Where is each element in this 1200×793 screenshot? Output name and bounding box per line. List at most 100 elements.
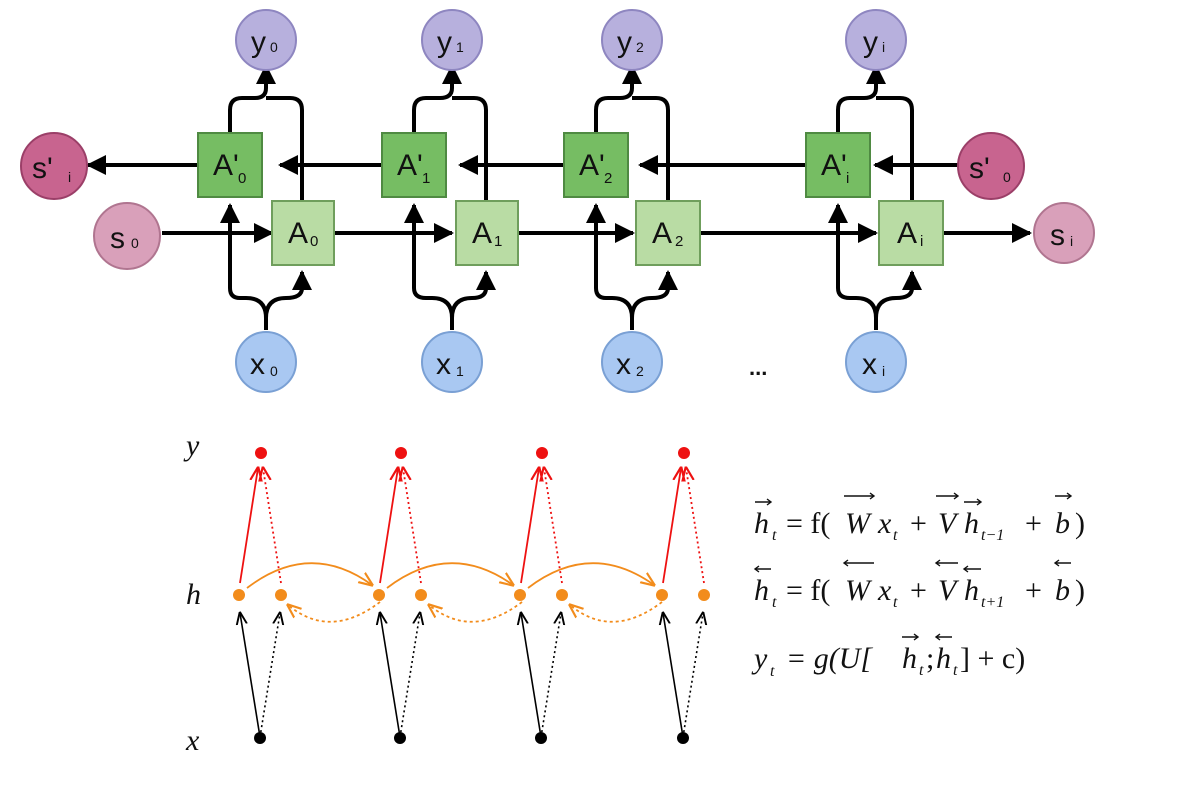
input-node-2: x 2 <box>601 331 663 393</box>
input-node-0-subscript: 0 <box>270 363 278 379</box>
eq3-lhs: y <box>751 642 768 675</box>
forward-cell-2-label: A <box>652 217 672 250</box>
column-1-connectors <box>404 64 496 330</box>
eq2-rhs-start: = f( <box>786 574 830 607</box>
eq2-V: V <box>938 574 960 607</box>
output-node-2: y 2 <box>601 9 663 71</box>
backward-cell-2: A' 2 <box>563 132 629 198</box>
eq2-plus2: + <box>1025 574 1042 607</box>
eq2-close: ) <box>1075 574 1085 607</box>
backward-cell-1: A' 1 <box>381 132 447 198</box>
backward-hidden-arrows <box>288 601 663 623</box>
backward-cell-1-subscript: 1 <box>422 170 430 187</box>
eq2-lhs-sub: t <box>772 594 777 611</box>
backward-cell-1-label: A' <box>397 149 423 182</box>
column-0-connectors <box>220 64 312 330</box>
eq2-h-sub: t+1 <box>981 594 1004 611</box>
state-s0-label: s <box>110 222 125 255</box>
output-node-i: y i <box>845 9 907 71</box>
input-node-i-subscript: i <box>882 363 885 379</box>
eq2-x-sub: t <box>893 594 898 611</box>
input-node-2-label: x <box>616 348 631 381</box>
label-y: y <box>183 429 200 462</box>
backward-cell-i: A' i <box>805 132 871 198</box>
bottom-column-0 <box>233 447 287 744</box>
eq1-close: ) <box>1075 507 1085 540</box>
output-node-1: y 1 <box>421 9 483 71</box>
state-s-prime-0-label: s' <box>969 152 990 185</box>
column-i-connectors <box>828 64 922 330</box>
bottom-column-2 <box>514 447 568 744</box>
top-rnn-diagram: A' 0 A' 1 A' 2 A' i A 0 A 1 <box>20 9 1095 393</box>
state-node-s-prime-i: s' i <box>20 132 88 200</box>
eq2-x: x <box>877 574 892 607</box>
equation-output: y t = g(U[ h t ; h t ] + c) <box>751 633 1025 680</box>
eq1-W: W <box>845 507 873 540</box>
eq2-h: h <box>964 574 979 607</box>
bottom-column-1 <box>373 447 427 744</box>
eq2-b: b <box>1055 574 1070 607</box>
eq1-h-sub: t−1 <box>981 527 1004 544</box>
forward-cell-1-subscript: 1 <box>494 233 502 250</box>
eq3-h1-sub: t <box>919 662 924 679</box>
eq3-h2-sub: t <box>953 662 958 679</box>
state-node-si: s i <box>1033 202 1095 264</box>
state-si-label: s <box>1050 219 1065 252</box>
equation-forward: h t = f( W x t + V h t−1 + b ) <box>754 492 1085 544</box>
eq3-rhs-start: = g(U[ <box>786 642 873 675</box>
eq2-lhs: h <box>754 574 769 607</box>
ellipsis: ... <box>749 355 767 380</box>
state-s-prime-i-label: s' <box>32 152 53 185</box>
eq1-lhs: h <box>754 507 769 540</box>
bottom-rnn-diagram: y h x <box>183 429 1085 757</box>
label-h: h <box>186 578 201 611</box>
input-node-1-subscript: 1 <box>456 363 464 379</box>
output-node-1-subscript: 1 <box>456 39 464 55</box>
eq1-h: h <box>964 507 979 540</box>
eq1-plus2: + <box>1025 507 1042 540</box>
forward-cell-i-label: A <box>897 217 917 250</box>
input-node-i-label: x <box>862 348 877 381</box>
backward-cell-i-label: A' <box>821 149 847 182</box>
output-node-0: y 0 <box>235 9 297 71</box>
eq3-close: ] + c) <box>960 642 1025 675</box>
state-s-prime-i-subscript: i <box>68 169 71 185</box>
eq1-x-sub: t <box>893 527 898 544</box>
forward-cell-1-label: A <box>472 217 492 250</box>
eq1-rhs-start: = f( <box>786 507 830 540</box>
output-node-0-subscript: 0 <box>270 39 278 55</box>
forward-cell-i: A i <box>878 200 944 266</box>
bottom-column-3 <box>656 447 710 744</box>
forward-cell-i-subscript: i <box>920 233 923 250</box>
input-node-0-label: x <box>250 348 265 381</box>
state-s-prime-0-subscript: 0 <box>1003 169 1011 185</box>
eq1-V: V <box>938 507 960 540</box>
eq3-h2: h <box>936 642 951 675</box>
forward-cell-0: A 0 <box>271 200 335 266</box>
forward-hidden-arrows <box>246 562 654 589</box>
backward-cell-0-label: A' <box>213 149 239 182</box>
output-node-2-subscript: 2 <box>636 39 644 55</box>
eq3-lhs-sub: t <box>770 663 775 680</box>
state-node-s0: s 0 <box>93 202 161 270</box>
input-node-0: x 0 <box>235 331 297 393</box>
forward-cell-0-label: A <box>288 217 308 250</box>
state-s0-subscript: 0 <box>131 235 139 251</box>
output-node-1-label: y <box>437 26 452 59</box>
backward-cell-2-label: A' <box>579 149 605 182</box>
state-si-subscript: i <box>1070 233 1073 249</box>
eq2-W: W <box>845 574 873 607</box>
eq1-plus1: + <box>910 507 927 540</box>
backward-cell-0: A' 0 <box>197 132 263 198</box>
eq1-x: x <box>877 507 892 540</box>
forward-cell-1: A 1 <box>455 200 519 266</box>
backward-cell-2-subscript: 2 <box>604 170 612 187</box>
eq3-separator: ; <box>926 642 934 675</box>
eq1-b: b <box>1055 507 1070 540</box>
output-node-2-label: y <box>617 26 632 59</box>
output-node-i-subscript: i <box>882 39 885 55</box>
equation-backward: h t = f( W x t + V h t+1 + b ) <box>753 559 1085 611</box>
backward-cell-i-subscript: i <box>846 170 849 187</box>
state-node-s-prime-0: s' 0 <box>957 132 1025 200</box>
